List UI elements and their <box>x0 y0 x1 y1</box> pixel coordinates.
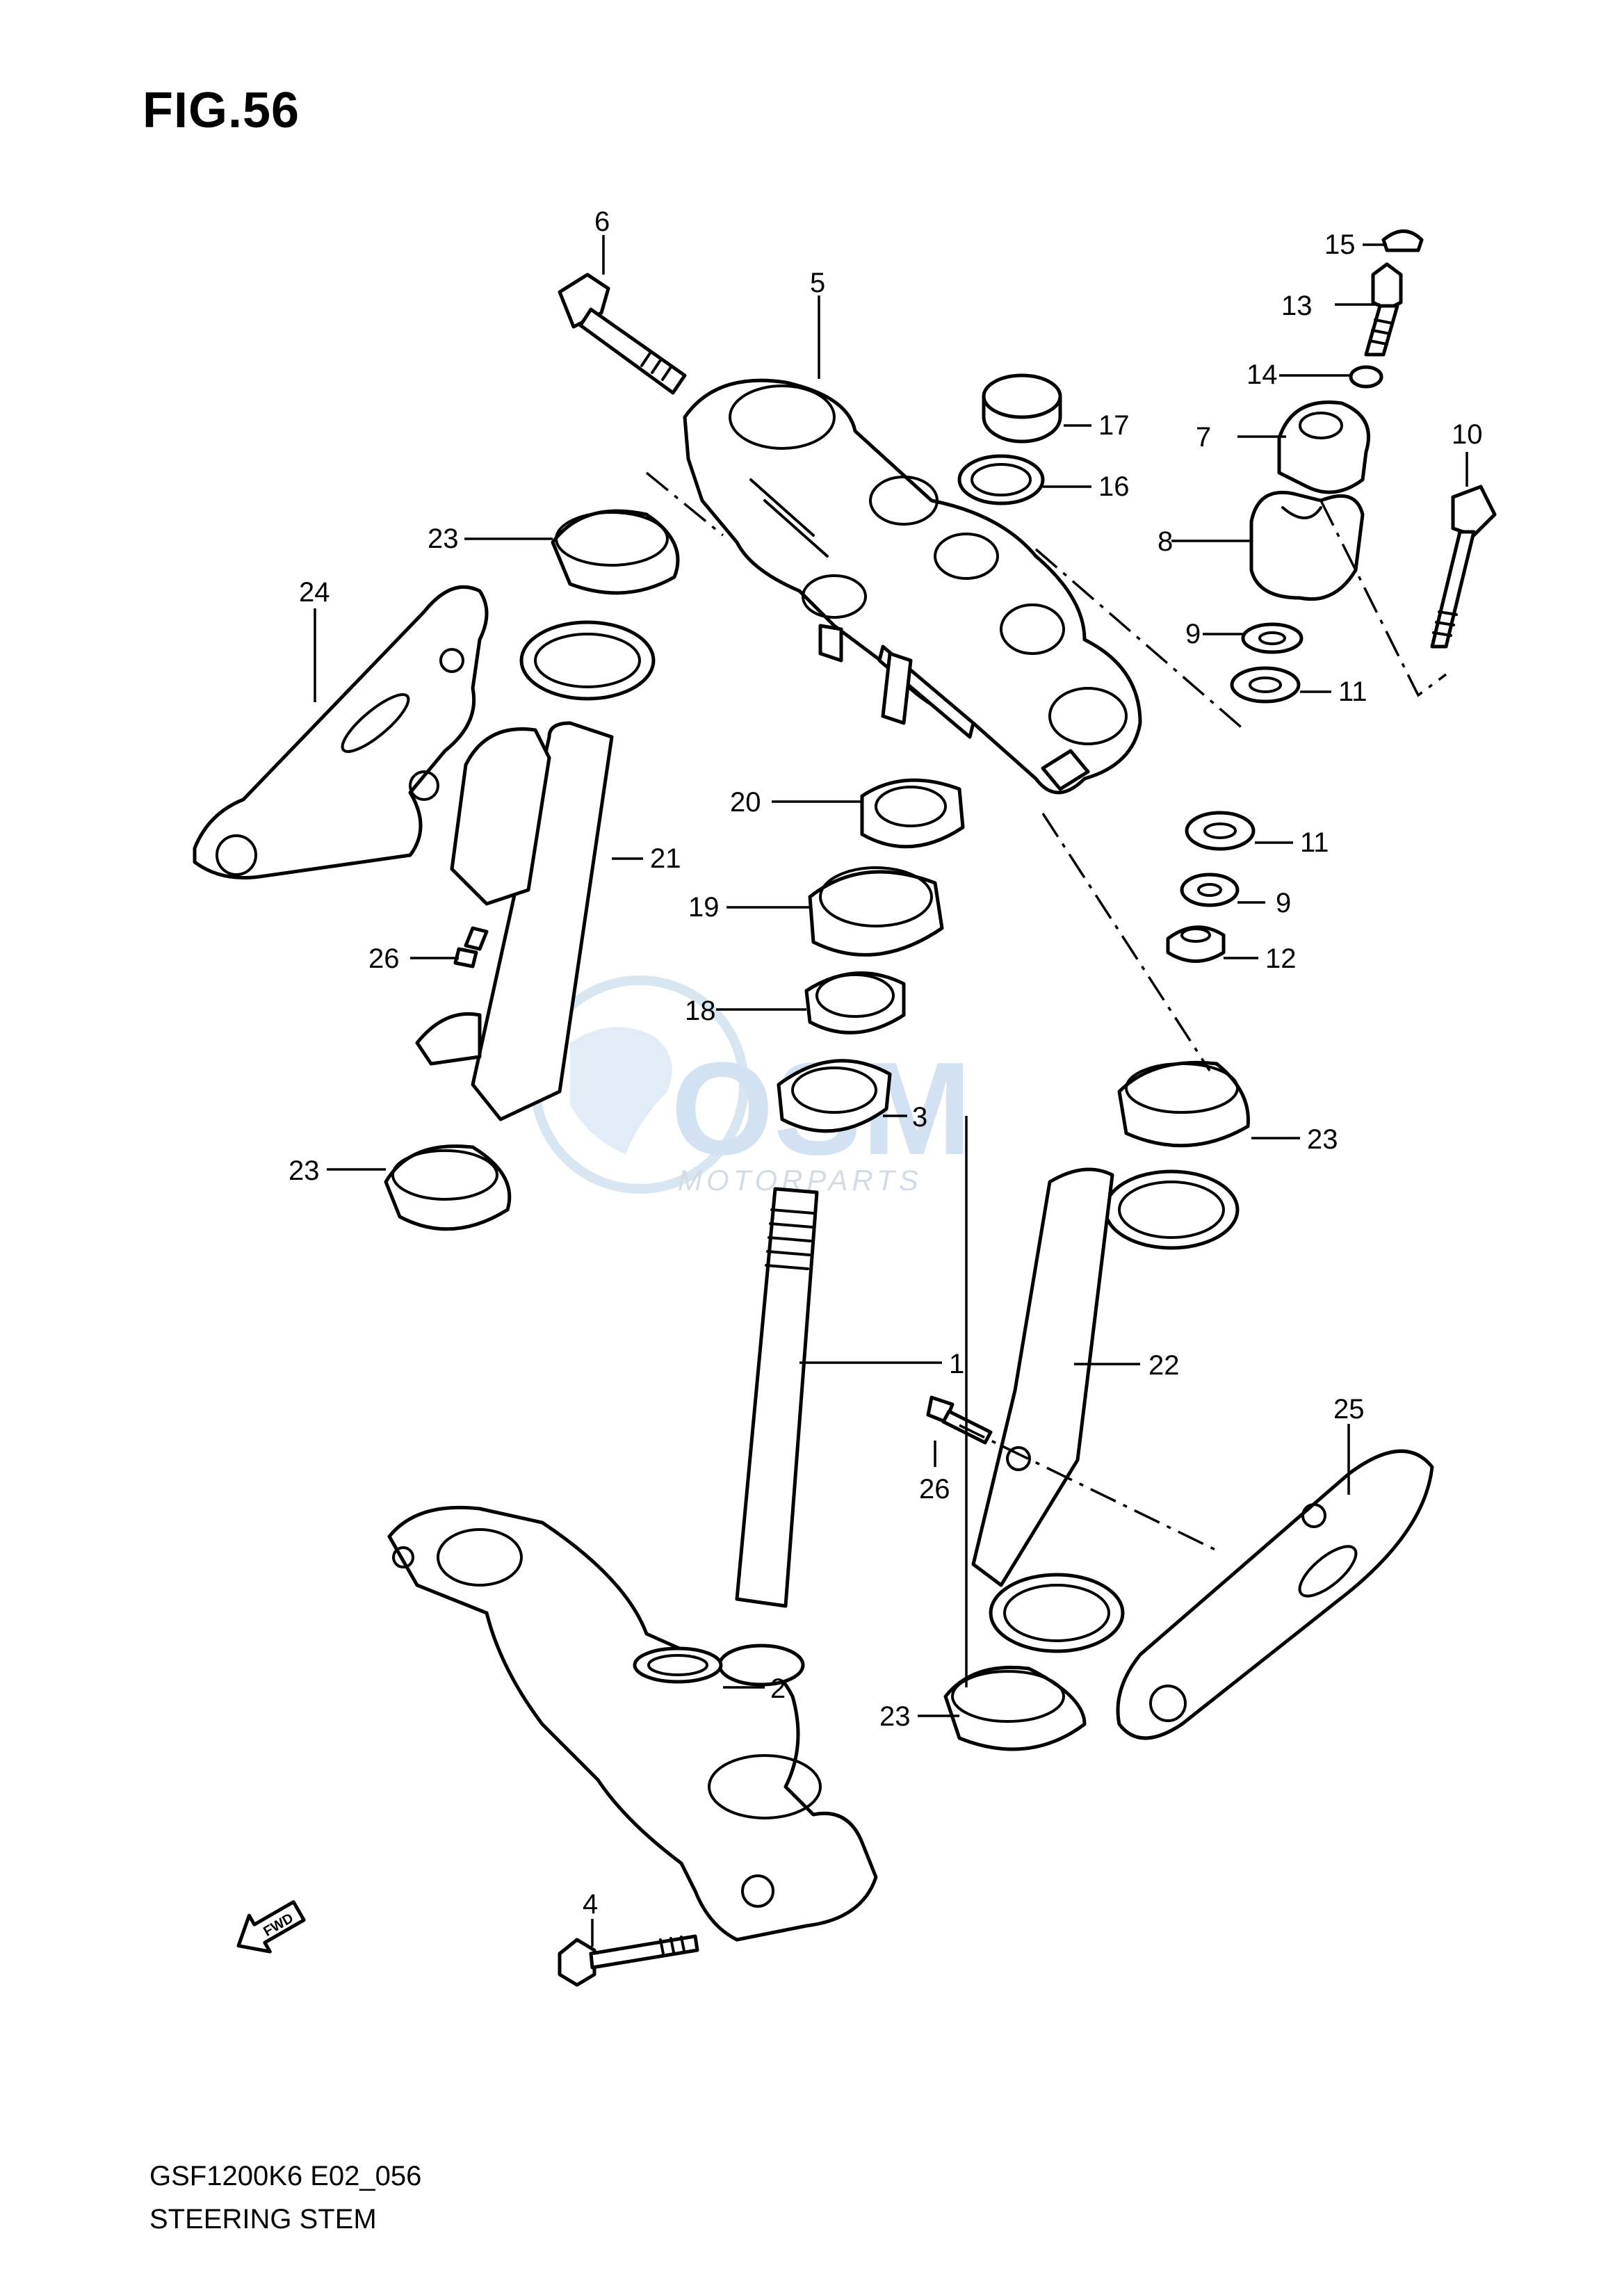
callouts: 6 5 15 13 14 7 10 17 16 8 9 11 11 9 12 2… <box>289 206 1483 1920</box>
callout-20: 20 <box>730 787 761 818</box>
callout-18: 18 <box>685 996 716 1026</box>
callout-23c: 23 <box>1307 1124 1338 1155</box>
callout-26b: 26 <box>919 1474 950 1505</box>
part-9-washer-upper <box>1241 622 1304 654</box>
callout-15: 15 <box>1324 229 1356 260</box>
part-23-seal-lower-left <box>384 1144 512 1231</box>
part-23-seal-upper-left <box>551 509 680 595</box>
part-7-holder-upper <box>1277 400 1370 494</box>
part-26-bolt-left <box>453 926 489 968</box>
part-8-holder-lower <box>1249 490 1365 601</box>
part-21-bracket-left <box>415 620 656 1121</box>
callout-23b: 23 <box>289 1155 320 1186</box>
callout-16: 16 <box>1098 471 1130 502</box>
part-10-bolt <box>1430 485 1497 649</box>
callout-1: 1 <box>949 1349 964 1379</box>
part-9-washer-lower <box>1180 873 1240 907</box>
part-22-bracket-right <box>971 1167 1240 1653</box>
leader-lines <box>314 235 1468 1947</box>
callout-17: 17 <box>1098 410 1130 441</box>
callout-26a: 26 <box>368 943 400 974</box>
callout-3: 3 <box>912 1102 927 1133</box>
part-18-bearing <box>804 971 906 1035</box>
callout-11a: 11 <box>1338 676 1367 707</box>
callout-5: 5 <box>810 268 825 298</box>
callout-13: 13 <box>1281 291 1313 321</box>
part-1-steering-stem <box>387 1187 878 1942</box>
part-3-race <box>777 1059 892 1133</box>
part-5-upper-bracket <box>683 378 1142 795</box>
part-16-washer <box>957 454 1045 505</box>
callout-12: 12 <box>1265 943 1297 974</box>
alignment-lines <box>645 471 1447 1552</box>
part-6-bolt <box>558 273 687 395</box>
callout-23a: 23 <box>428 524 459 554</box>
part-11-washer-lower <box>1185 811 1256 851</box>
callout-4: 4 <box>583 1889 598 1920</box>
callout-9a: 9 <box>1185 619 1201 649</box>
callout-8: 8 <box>1158 526 1173 557</box>
part-2-seal <box>633 1646 723 1684</box>
part-24-plate-left <box>193 585 489 879</box>
callout-21: 21 <box>650 843 681 874</box>
callout-22: 22 <box>1148 1350 1180 1381</box>
callout-25: 25 <box>1333 1394 1365 1425</box>
diagram-title: STEERING STEM <box>149 2204 377 2235</box>
callout-24: 24 <box>299 577 330 608</box>
diagram-code: GSF1200K6 E02_056 <box>149 2161 422 2191</box>
callout-2: 2 <box>770 1673 786 1704</box>
part-14-washer <box>1349 365 1383 389</box>
callout-19: 19 <box>688 892 720 923</box>
part-23-seal-lower-right <box>943 1665 1087 1751</box>
callout-14: 14 <box>1247 359 1278 390</box>
callout-11b: 11 <box>1300 827 1329 858</box>
part-20-nut <box>860 778 965 849</box>
part-19-bearing <box>808 866 944 957</box>
callout-10: 10 <box>1452 419 1483 450</box>
fwd-arrow-icon: FWD <box>236 1900 306 1954</box>
part-23-seal-upper-right <box>1117 1060 1250 1148</box>
part-25-plate-right <box>1116 1449 1434 1740</box>
callout-7: 7 <box>1196 422 1211 453</box>
figure-title: FIG.56 <box>143 83 300 138</box>
callout-6: 6 <box>594 206 610 237</box>
part-15-cap <box>1381 229 1424 252</box>
part-4-bolt <box>558 1934 699 1987</box>
part-17-cap <box>982 373 1062 444</box>
part-13-bolt <box>1364 262 1403 357</box>
part-11-washer-upper <box>1230 666 1301 704</box>
callout-9b: 9 <box>1276 888 1291 918</box>
callout-23d: 23 <box>879 1701 911 1732</box>
watermark: OSM MOTORPARTS <box>530 975 972 1197</box>
part-12-nut <box>1166 925 1226 963</box>
